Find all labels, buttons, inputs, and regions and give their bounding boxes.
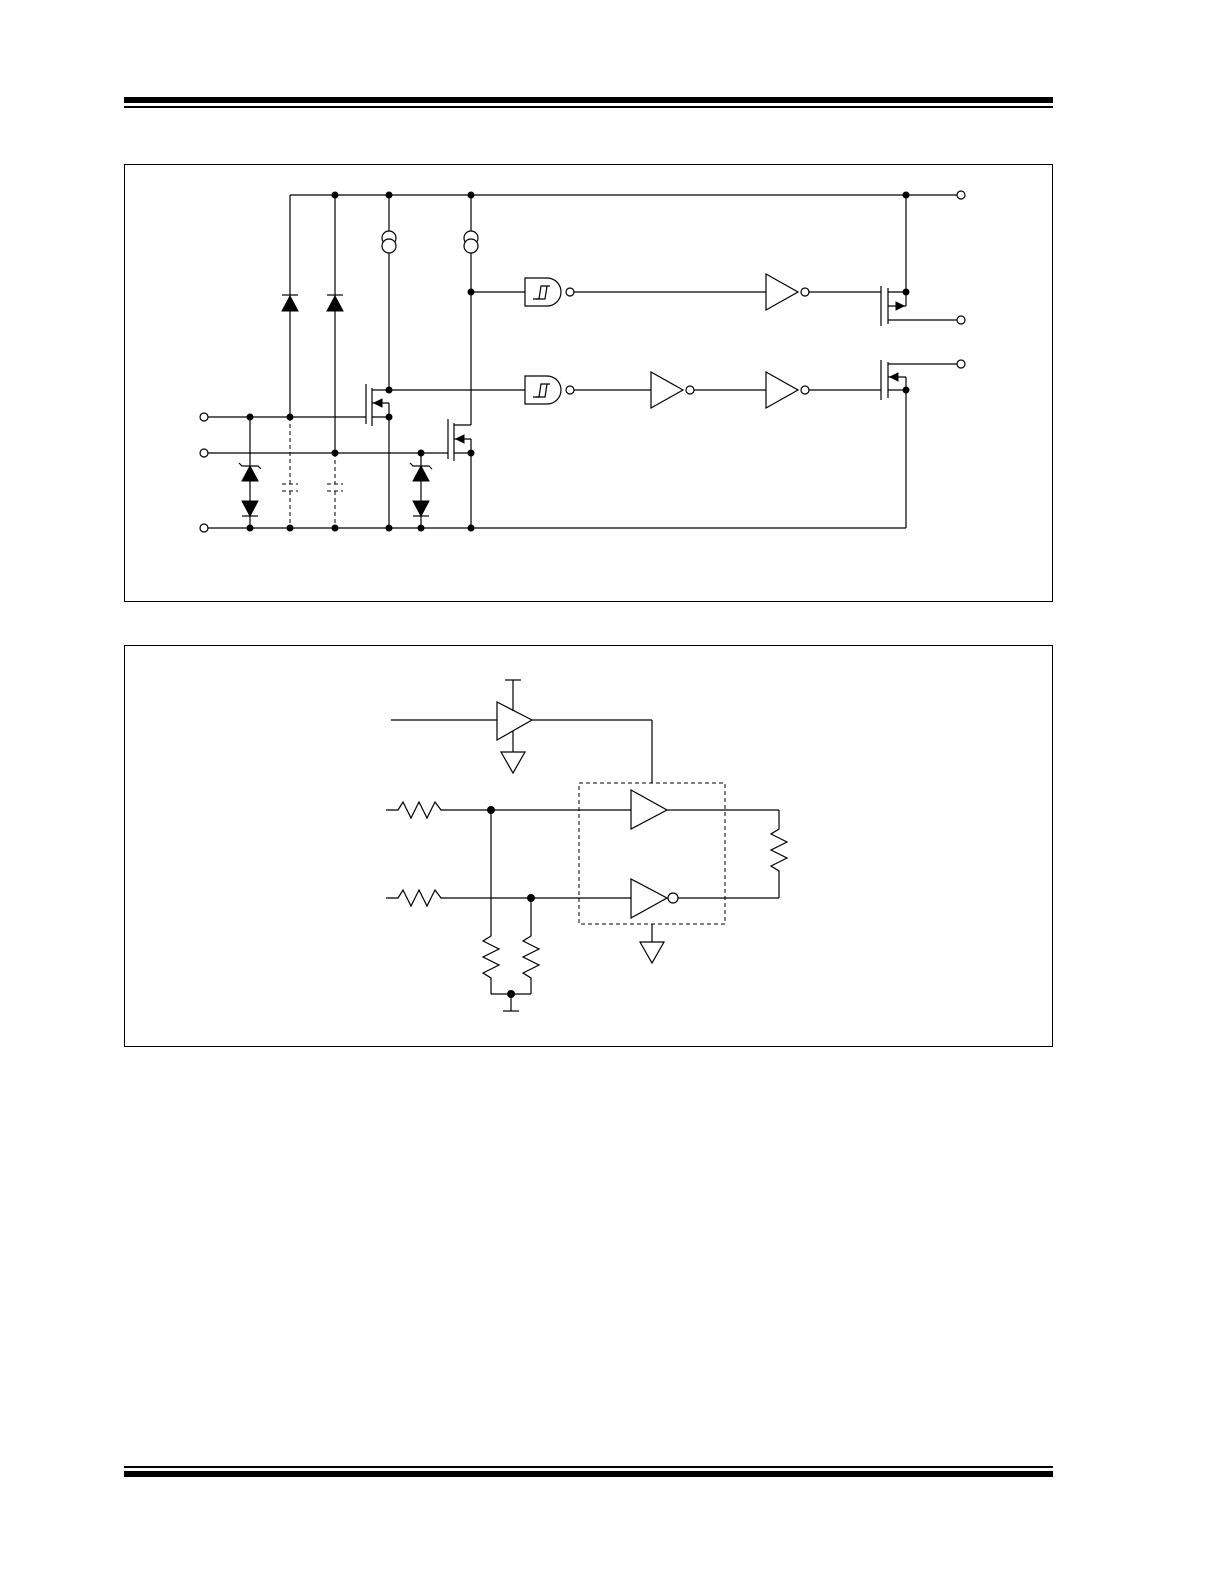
header-rule-thick — [124, 97, 1053, 103]
receiver-inverter-icon — [630, 878, 669, 920]
inverter-top-icon — [765, 272, 800, 312]
top-schematic — [199, 190, 966, 533]
zener-pair-left-icon — [238, 417, 262, 528]
footer-rule-thin — [124, 1466, 1053, 1468]
terminal-input-1 — [199, 412, 209, 422]
terminal-output-low — [956, 359, 966, 369]
schematic-panel-top — [124, 164, 1053, 602]
bias-resistor-2-icon — [521, 935, 541, 994]
inverter-mid-2-icon — [765, 370, 800, 410]
footer-rule-thick — [124, 1471, 1053, 1477]
pmos-output-icon — [880, 195, 957, 326]
terminal-output-high — [956, 315, 966, 325]
nmos-input-2-icon — [447, 419, 472, 528]
inverter-mid-1-icon — [650, 370, 685, 410]
input-resistor-1-icon — [386, 800, 491, 820]
terminal-input-2 — [199, 448, 209, 458]
terminal-supply — [956, 190, 966, 200]
junction-dots-bottom — [487, 806, 535, 998]
receiver-buffer-icon — [630, 788, 669, 830]
nmos-output-icon — [880, 360, 957, 528]
driver-buffer-icon — [496, 701, 534, 742]
header-rule-thin — [124, 106, 1053, 108]
ground-symbol-receiver-icon — [638, 941, 666, 965]
ground-symbol-driver-icon — [499, 751, 527, 775]
schmitt-nand-2-icon — [524, 375, 562, 405]
nmos-input-1-icon — [365, 384, 390, 528]
input-resistor-2-icon — [386, 888, 531, 908]
diode-2-icon — [326, 294, 344, 312]
junction-dots-top — [246, 191, 910, 532]
diode-1-icon — [281, 294, 299, 312]
load-resistor-icon — [769, 810, 789, 898]
schmitt-nand-1-icon — [524, 277, 562, 307]
zener-pair-right-icon — [409, 453, 433, 528]
schematic-panel-bottom — [124, 645, 1053, 1047]
terminal-ground — [199, 523, 209, 533]
bias-resistor-1-icon — [481, 935, 501, 994]
bottom-schematic — [386, 679, 789, 1012]
